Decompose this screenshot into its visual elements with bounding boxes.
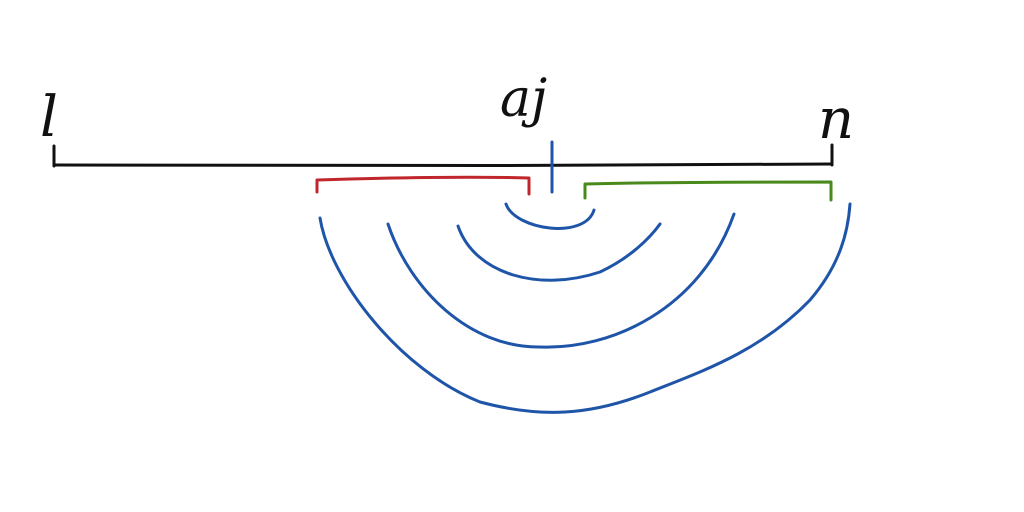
arc-2: [456, 222, 662, 282]
nested-arcs: [318, 202, 852, 414]
left-segment-bracket: [315, 175, 531, 196]
number-line: [52, 143, 834, 168]
arc-4: [318, 202, 852, 414]
pivot-label: aj: [500, 69, 547, 129]
left-end-label: l: [40, 85, 58, 150]
right-segment-bracket: [583, 180, 833, 202]
right-end-label: n: [818, 87, 854, 152]
arc-1: [504, 202, 596, 230]
arc-3: [386, 212, 736, 349]
main-line: [52, 162, 834, 168]
